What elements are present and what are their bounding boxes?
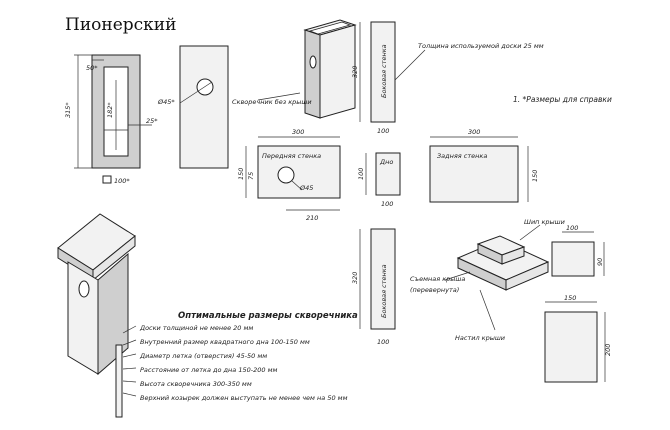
- body-no-roof-3d: Скворечник без крыши: [232, 19, 357, 119]
- label-body-no-roof: Скворечник без крыши: [232, 98, 312, 106]
- label-back-wall: Задняя стенка: [437, 152, 487, 160]
- list-item: Внутренний размер квадратного дна 100-15…: [140, 338, 310, 346]
- back-wall-part: Задняя стенка 300 150: [429, 128, 539, 203]
- front-wall-part: Передняя стенка Ø45 300 150 75 210: [237, 128, 341, 222]
- list-heading: Оптимальные размеры скворечника: [178, 311, 358, 321]
- dim-dia45-b: Ø45: [299, 184, 313, 192]
- roof-cover-part: 150 200: [544, 294, 612, 383]
- list-item: Верхний козырек должен выступать не мене…: [140, 394, 348, 402]
- roof-pin-part: 100 90: [551, 224, 605, 277]
- label-roof-cover: Настил крыши: [455, 334, 505, 342]
- note-reference: 1. *Размеры для справки: [513, 95, 612, 104]
- dim-315: 315*: [64, 102, 72, 118]
- dim-100-b: 100: [357, 168, 365, 180]
- label-roof-pin: Шип крыши: [524, 218, 565, 226]
- dim-dia45: Ø45*: [157, 98, 175, 106]
- side-wall-part: Боковая стенка 320 100 Толщина используе…: [351, 21, 544, 135]
- dim-25: 25*: [146, 117, 158, 125]
- dim-100-e: 100: [566, 224, 578, 232]
- dim-75: 75: [247, 172, 255, 180]
- dim-100-d: 100: [377, 338, 389, 346]
- optimal-sizes-list: Оптимальные размеры скворечника Доски то…: [122, 311, 358, 402]
- label-thickness: Толщина используемой доски 25 мм: [418, 42, 544, 50]
- dim-320-b: 320: [351, 272, 359, 284]
- bottom-part: Дно 100 100: [357, 152, 401, 208]
- list-item: Диаметр летка (отверстия) 45-50 мм: [139, 352, 267, 360]
- label-flipped: (перевернута): [410, 286, 459, 294]
- dim-320-a: 320: [351, 66, 359, 78]
- dim-150-a: 150: [237, 168, 245, 180]
- assembled-birdhouse-3d: [57, 213, 136, 418]
- label-front-wall: Передняя стенка: [262, 152, 321, 160]
- front-elevation: Ø45*: [157, 45, 229, 169]
- side-wall-part-2: Боковая стенка 320 100: [351, 228, 396, 346]
- dim-150-b: 150: [531, 170, 539, 182]
- dim-210: 210: [306, 214, 318, 222]
- dim-100-a: 100: [377, 127, 389, 135]
- label-bottom: Дно: [379, 158, 393, 166]
- section-view: 182* 50* 315* 25* 100*: [64, 54, 158, 185]
- list-item: Высота скворечника 300-350 мм: [140, 380, 252, 388]
- dim-100-c: 100: [381, 200, 393, 208]
- dim-150-c: 150: [564, 294, 576, 302]
- dim-200: 200: [604, 344, 612, 356]
- dim-90: 90: [596, 258, 604, 266]
- dim-182: 182*: [106, 102, 114, 118]
- dim-300-b: 300: [468, 128, 480, 136]
- list-item: Доски толщиной не менее 20 мм: [139, 324, 253, 332]
- dim-300-a: 300: [292, 128, 304, 136]
- list-item: Расстояние от летка до дна 150-200 мм: [140, 366, 277, 374]
- label-side-wall: Боковая стенка: [380, 44, 388, 98]
- dim-100-star: 100*: [114, 177, 130, 185]
- drawing-title: Пионерский: [65, 15, 176, 35]
- label-side-wall-2: Боковая стенка: [380, 264, 388, 318]
- label-roof-removable: Съемная крыша: [410, 275, 465, 283]
- roof-assembly-3d: Съемная крыша (перевернута) Настил крыши…: [410, 218, 565, 342]
- dim-50: 50*: [86, 64, 98, 72]
